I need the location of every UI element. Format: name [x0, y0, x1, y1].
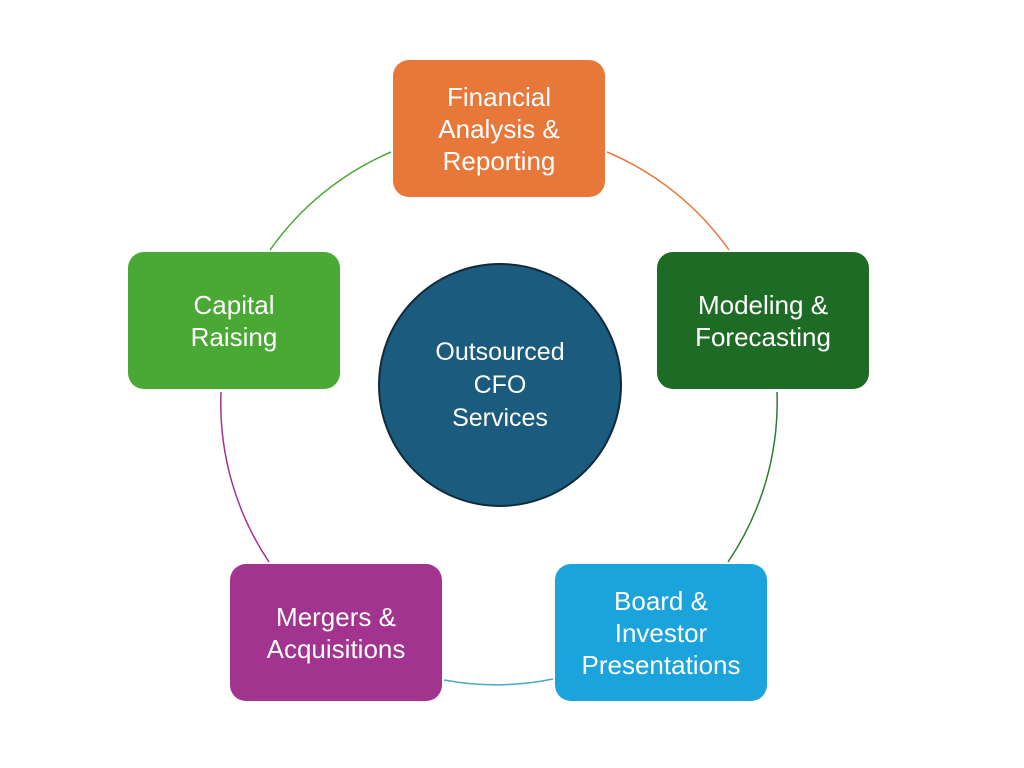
node-label: Mergers & Acquisitions [266, 601, 406, 664]
connector-financial-to-modeling [606, 151, 730, 251]
node-label: Modeling & Forecasting [695, 289, 831, 352]
node-capital-raising: Capital Raising [128, 252, 340, 389]
node-financial-analysis-reporting: Financial Analysis & Reporting [393, 60, 605, 197]
center-hub: Outsourced CFO Services [378, 263, 622, 507]
node-board-investor-presentations: Board & Investor Presentations [555, 564, 767, 701]
connector-modeling-to-board [727, 391, 778, 563]
connector-mergers-to-capital [220, 391, 270, 563]
node-mergers-acquisitions: Mergers & Acquisitions [230, 564, 442, 701]
connector-capital-to-financial [269, 151, 392, 251]
connector-board-to-mergers [443, 678, 554, 686]
node-label: Board & Investor Presentations [581, 585, 741, 680]
node-modeling-forecasting: Modeling & Forecasting [657, 252, 869, 389]
center-hub-label: Outsourced CFO Services [435, 337, 565, 432]
node-label: Financial Analysis & Reporting [438, 81, 560, 176]
node-label: Capital Raising [190, 289, 278, 352]
